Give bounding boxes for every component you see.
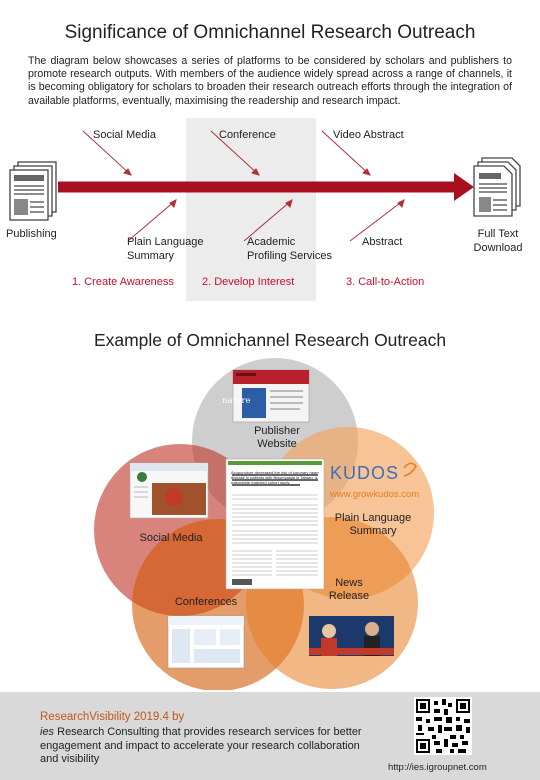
kudos-logo: KUDOS (330, 463, 400, 483)
arrow-tip (123, 168, 132, 176)
download-document-icon (473, 157, 521, 217)
footer-description: ies Research Consulting that provides re… (40, 726, 380, 767)
arrow-tip (169, 199, 177, 208)
stage-call-to-action: 3. Call-to-Action (346, 276, 425, 288)
end-label-line2: Download (473, 242, 523, 254)
footer: ResearchVisibility 2019.4 by ies Researc… (0, 692, 540, 780)
conference-poster-thumbnail (167, 615, 245, 669)
channel-line: Profiling Services (247, 250, 332, 262)
channel-academic-profiling: Academic Profiling Services (247, 235, 332, 263)
nature-website-thumbnail (232, 369, 310, 423)
news-broadcast-thumbnail (309, 616, 394, 656)
label-plain-language-summary: Plain Language Summary (323, 512, 423, 538)
arrow-tip (362, 168, 371, 176)
nature-logo: nature (222, 396, 251, 406)
arrow-tip (397, 199, 405, 208)
channel-arrow (127, 199, 177, 242)
channel-abstract: Abstract (362, 235, 402, 249)
label-social-media: Social Media (139, 532, 203, 544)
venn-label-line: Plain Language (334, 512, 412, 524)
venn-label-line: News (335, 577, 363, 589)
qr-code-icon[interactable] (414, 697, 472, 755)
stage-develop-interest: 2. Develop Interest (202, 276, 295, 288)
kudos-logo-icon (403, 462, 417, 477)
journal-article-thumbnail (225, 458, 325, 590)
flow-diagram-graphic (9, 118, 521, 301)
label-publisher-website: Publisher Website (248, 425, 306, 451)
channel-social-media: Social Media (93, 129, 156, 141)
flow-arrow-head (454, 173, 474, 201)
section-title: Example of Omnichannel Research Outreach (93, 330, 447, 350)
channel-arrow (82, 130, 132, 176)
footer-text: Research Consulting that provides resear… (40, 726, 362, 765)
footer-brand: ies (40, 726, 55, 738)
channel-arrow (210, 130, 260, 176)
channel-line: Summary (127, 250, 175, 262)
channel-arrow (349, 199, 405, 242)
footer-url[interactable]: http://ies.igroupnet.com (388, 762, 487, 773)
intro-paragraph: The diagram below showcases a series of … (28, 55, 512, 107)
article-title: Acupuncture decreased the risk of corona… (231, 470, 319, 485)
venn-label-line: Website (257, 438, 297, 450)
venn-graphic (94, 358, 434, 690)
flow-diagram: Publishing Full Text Download Social Med… (0, 118, 540, 308)
end-label-line1: Full Text (477, 228, 519, 240)
arrow-tip (251, 168, 260, 176)
footer-title: ResearchVisibility 2019.4 by (40, 711, 185, 723)
venn-label-line: Publisher (254, 425, 300, 437)
label-news-release: News Release (318, 577, 380, 603)
venn-label-line: Summary (349, 525, 397, 537)
arrow-tip (285, 199, 293, 208)
stage-create-awareness: 1. Create Awareness (72, 276, 174, 288)
publishing-document-icon (9, 161, 57, 221)
page-title: Significance of Omnichannel Research Out… (64, 22, 476, 43)
kudos-url: www.growkudos.com (330, 489, 420, 500)
channel-line: Plain Language (127, 236, 204, 248)
channel-line: Abstract (362, 236, 403, 248)
channel-conference: Conference (219, 129, 276, 141)
stage-highlight (186, 118, 316, 301)
channel-plain-language-summary: Plain Language Summary (127, 235, 203, 263)
channel-arrow (243, 199, 293, 242)
channel-arrow (321, 130, 371, 176)
channel-video-abstract: Video Abstract (333, 129, 404, 141)
social-media-thumbnail (129, 462, 209, 519)
venn-label-line: Release (328, 590, 370, 602)
channel-line: Academic (247, 236, 296, 248)
venn-diagram: nature Publisher Website Social Media KU… (0, 355, 540, 690)
label-conferences: Conferences (174, 596, 238, 608)
publishing-label: Publishing (6, 228, 57, 240)
full-text-download-label: Full Text Download (470, 227, 526, 255)
